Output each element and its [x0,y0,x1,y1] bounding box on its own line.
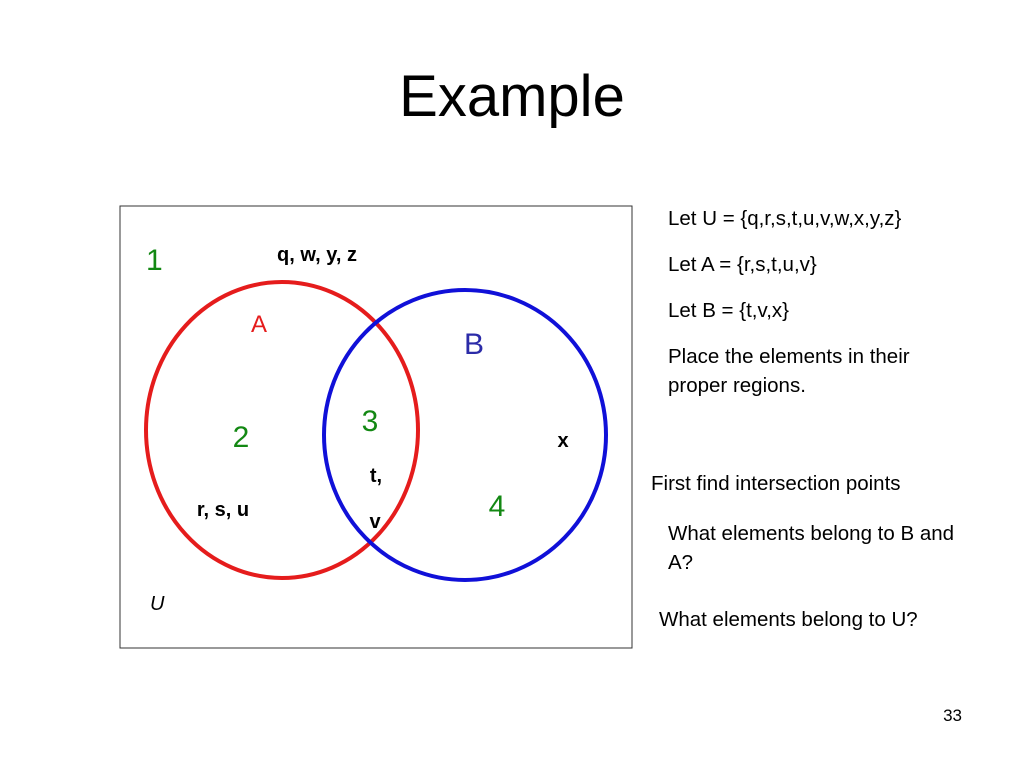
set-b-circle [322,288,608,582]
region-2-elements: r, s, u [197,499,249,521]
region-3-number: 3 [362,405,379,438]
region-1-elements: q, w, y, z [277,244,357,266]
region-1-number: 1 [146,244,163,277]
region-4-number: 4 [489,490,506,523]
note-let-b: Let B = {t,v,x} [668,299,789,322]
universe-label: U [150,593,165,615]
region-3-elements-line2: v [369,511,381,533]
region-2-number: 2 [233,421,250,454]
note-question-u: What elements belong to U? [659,608,918,631]
note-first-find: First find intersection points [651,472,901,495]
slide-title: Example [399,64,625,129]
page-number: 33 [943,706,962,725]
set-a-label: A [251,311,267,338]
note-place-elements: Place the elements in their proper regio… [668,345,910,397]
set-b-label: B [464,328,484,361]
universe-box [119,205,633,649]
note-let-a: Let A = {r,s,t,u,v} [668,253,817,276]
note-let-u: Let U = {q,r,s,t,u,v,w,x,y,z} [668,207,902,230]
note-question-b-and-a: What elements belong to B and A? [668,522,955,574]
region-3-elements-line1: t, [370,465,382,487]
set-a-circle [144,280,420,580]
region-4-elements: x [557,430,568,452]
